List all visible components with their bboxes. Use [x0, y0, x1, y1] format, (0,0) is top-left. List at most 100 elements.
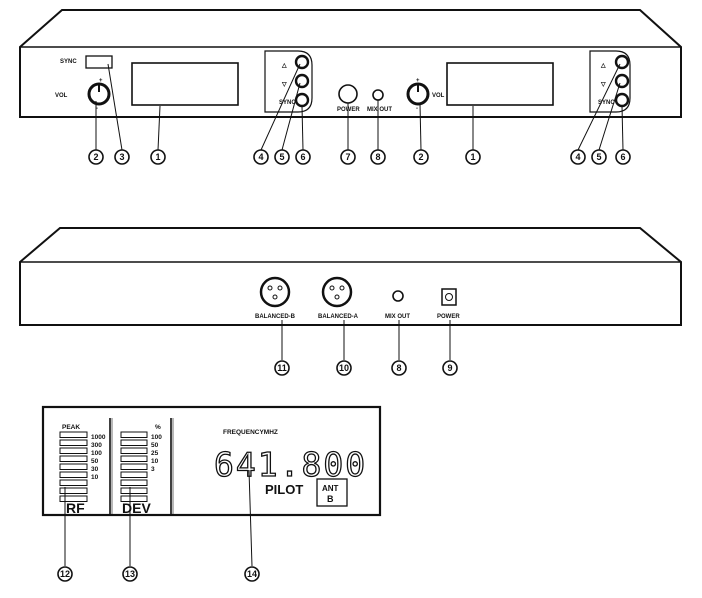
dev-meter-scale-label: 3 [151, 466, 155, 473]
callout-number: 10 [339, 363, 349, 373]
dev-meter-segment [120, 447, 148, 454]
vol-minus-left: - [96, 106, 98, 112]
front-panel: SYNC VOL + - △ ▽ SYNC POWER MIX OUT + - … [19, 9, 682, 118]
callout-number: 12 [60, 569, 70, 579]
callout-4: 4 [570, 149, 586, 165]
rf-meter-segment [59, 447, 88, 454]
dev-meter-segment [120, 463, 148, 470]
callout-number: 11 [277, 363, 287, 373]
rf-meter-segment [59, 487, 88, 494]
rear-callout-leaders [281, 320, 451, 360]
dev-meter-segment [120, 471, 148, 478]
rf-meter-scale-label: 30 [91, 466, 99, 473]
dev-meter-scale-label: 25 [151, 450, 159, 457]
callout-7: 7 [340, 149, 356, 165]
dev-meter-segment [120, 431, 148, 438]
sync-button-label-right: SYNC [598, 100, 615, 106]
vol-knob-left[interactable] [87, 82, 111, 106]
up-button-left[interactable] [294, 54, 310, 70]
frequency-unit-label: FREQUENCYMHZ [223, 429, 278, 436]
ant-value: B [327, 494, 334, 504]
callout-number: 5 [279, 152, 284, 162]
sync-button-right[interactable] [614, 92, 630, 108]
down-arrow-icon: ▽ [600, 82, 606, 88]
dc-power-jack[interactable] [441, 288, 457, 306]
vol-plus-right: + [416, 78, 420, 84]
callout-number: 6 [300, 152, 305, 162]
callout-14: 14 [244, 566, 260, 582]
percent-label: % [155, 424, 161, 431]
callout-13: 13 [122, 566, 138, 582]
front-callout-leaders [95, 63, 624, 151]
mix-out-label-front: MIX OUT [367, 107, 392, 113]
callout-number: 1 [470, 152, 475, 162]
callout-number: 5 [596, 152, 601, 162]
pilot-indicator: PILOT [265, 482, 303, 497]
callout-12: 12 [57, 566, 73, 582]
frequency-readout: 641.800 [214, 445, 367, 484]
callout-3: 3 [114, 149, 130, 165]
antenna-indicator-box [316, 478, 348, 507]
rf-meter-scale-label: 300 [91, 442, 102, 449]
rf-meter-segment [59, 463, 88, 470]
callout-number: 8 [375, 152, 380, 162]
up-arrow-icon: △ [600, 62, 606, 69]
callout-8: 8 [370, 149, 386, 165]
dev-meter-segment [120, 495, 148, 502]
mix-out-jack-front[interactable] [372, 89, 384, 101]
xlr-connector-a[interactable] [321, 276, 353, 308]
callout-8: 8 [391, 360, 407, 376]
down-button-left[interactable] [294, 73, 310, 89]
vol-plus-left: + [99, 78, 103, 84]
dev-meter-scale-label: 50 [151, 442, 159, 449]
rf-label: RF [66, 500, 85, 516]
power-label-front: POWER [337, 107, 360, 113]
callout-number: 1 [155, 152, 160, 162]
callout-number: 4 [258, 152, 263, 162]
callout-number: 3 [119, 152, 124, 162]
sync-button-label-left: SYNC [279, 100, 296, 106]
sync-button-left[interactable] [294, 92, 310, 108]
up-button-right[interactable] [614, 54, 630, 70]
callout-11: 11 [274, 360, 290, 376]
dev-meter-segment [120, 439, 148, 446]
rf-meter-segment [59, 439, 88, 446]
callout-1: 1 [465, 149, 481, 165]
callout-number: 2 [418, 152, 423, 162]
vol-knob-right[interactable] [406, 82, 430, 106]
callout-number: 4 [575, 152, 580, 162]
rf-meter-segment [59, 479, 88, 486]
vol-label-right: VOL [432, 93, 445, 99]
rf-meter-scale-label: 10 [91, 474, 99, 481]
callout-1: 1 [150, 149, 166, 165]
dev-meter-segment [120, 455, 148, 462]
down-arrow-icon: ▽ [281, 82, 287, 88]
rf-meter-scale-label: 50 [91, 458, 99, 465]
callout-number: 14 [247, 569, 257, 579]
callout-number: 6 [620, 152, 625, 162]
power-button[interactable] [338, 84, 358, 104]
dev-meter-segment [120, 487, 148, 494]
callout-5: 5 [591, 149, 607, 165]
xlr-connector-b[interactable] [259, 276, 291, 308]
callout-2: 2 [413, 149, 429, 165]
down-button-right[interactable] [614, 73, 630, 89]
peak-label: PEAK [62, 424, 80, 431]
power-label-rear: POWER [437, 314, 460, 320]
rf-meter-segment [59, 471, 88, 478]
dev-label: DEV [122, 500, 151, 516]
callout-5: 5 [274, 149, 290, 165]
rf-meter-scale-label: 1000 [91, 434, 106, 441]
callout-6: 6 [295, 149, 311, 165]
vol-minus-right: - [416, 106, 418, 112]
callout-6: 6 [615, 149, 631, 165]
dev-meter-scale-label: 100 [151, 434, 162, 441]
callout-9: 9 [442, 360, 458, 376]
mix-out-jack-rear[interactable] [392, 290, 404, 302]
lcd-window-right [446, 62, 554, 106]
